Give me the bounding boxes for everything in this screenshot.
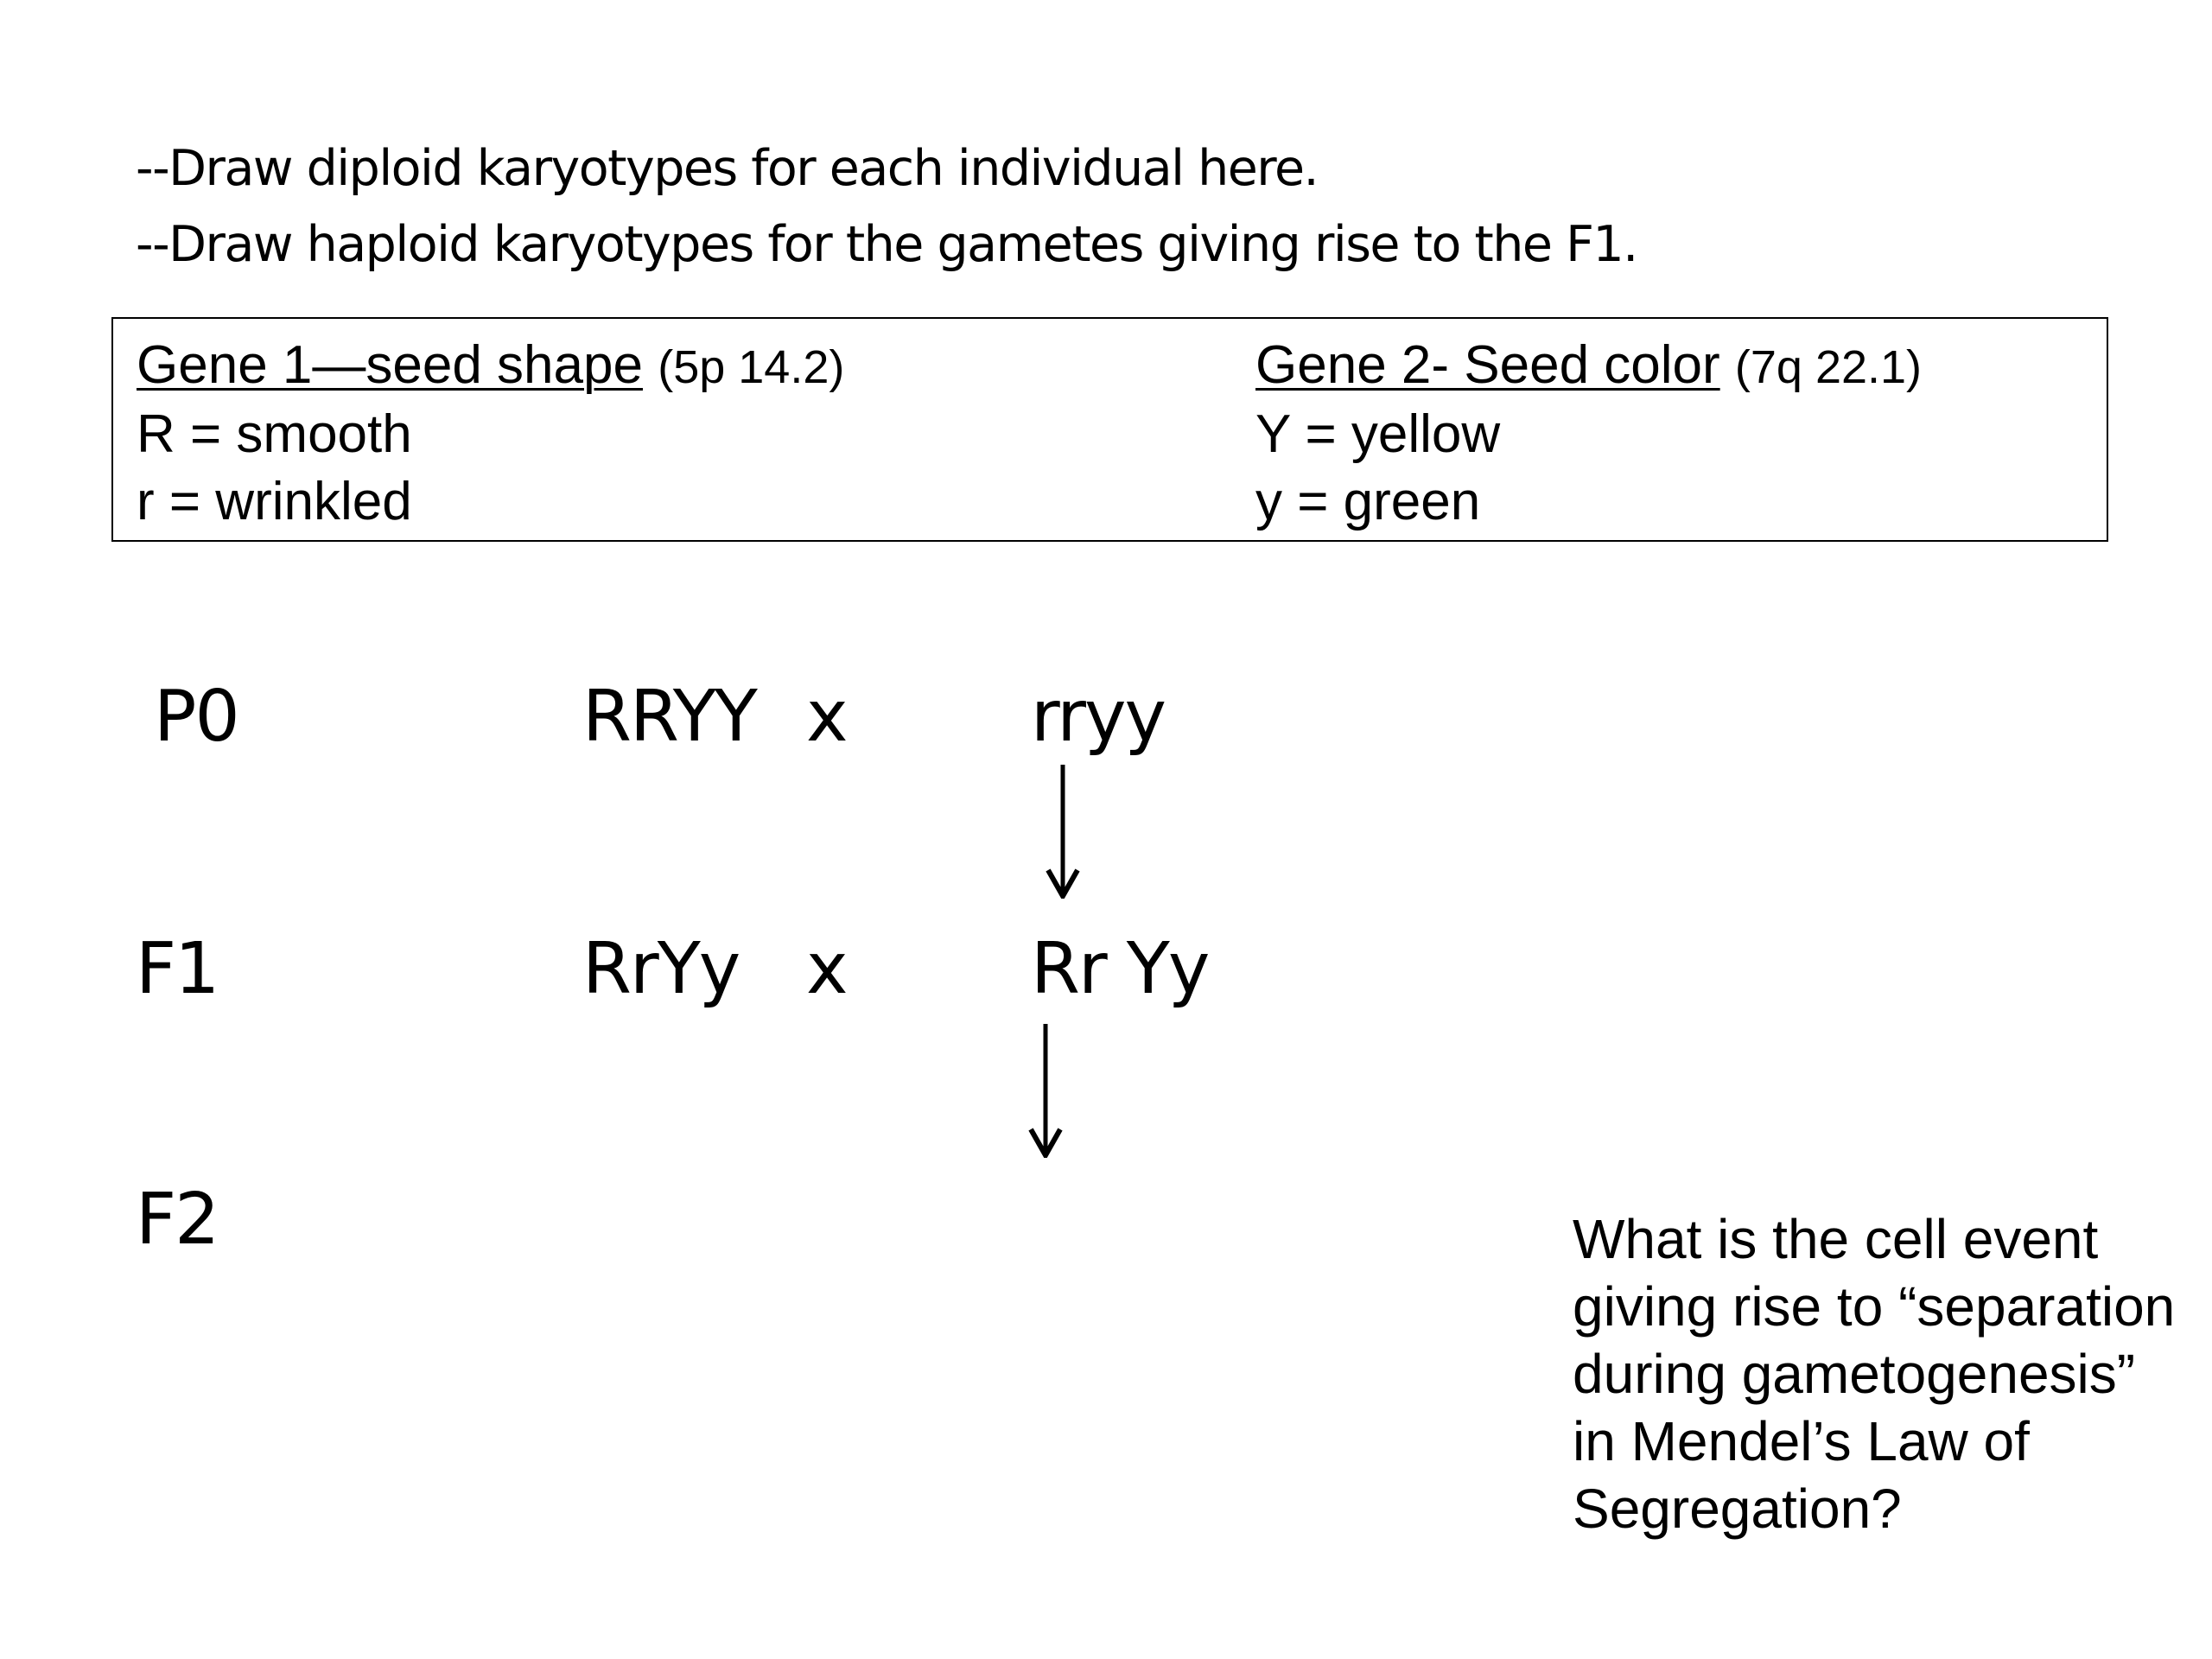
gene-1-recessive-allele: r = wrinkled xyxy=(137,472,412,531)
generation-label-f1: F1 xyxy=(136,928,219,1010)
down-arrow-icon xyxy=(1028,1024,1063,1158)
gene-1-location: (5p 14.2) xyxy=(658,341,845,393)
gene-1-title: Gene 1—seed shape xyxy=(137,335,643,395)
p0-parent-1-genotype: RRYY xyxy=(582,676,758,758)
p0-parent-2-genotype: rryy xyxy=(1031,676,1166,758)
gene-1-dominant-allele: R = smooth xyxy=(137,404,412,464)
generation-label-p0: P0 xyxy=(154,676,240,758)
gene-1-heading: Gene 1—seed shape (5p 14.2) xyxy=(137,332,844,401)
gene-2-legend: Gene 2- Seed color (7q 22.1) Y = yellow … xyxy=(1255,332,1922,536)
gene-2-title: Gene 2- Seed color xyxy=(1255,335,1720,395)
gene-2-recessive-allele: y = green xyxy=(1255,472,1481,531)
f1-parent-1-genotype: RrYy xyxy=(582,928,741,1010)
gene-2-location: (7q 22.1) xyxy=(1734,341,1923,393)
gene-2-heading: Gene 2- Seed color (7q 22.1) xyxy=(1255,332,1922,401)
p0-cross-symbol: x xyxy=(806,676,849,758)
f1-parent-2-genotype: Rr Yy xyxy=(1031,928,1210,1010)
gene-legend-box: Gene 1—seed shape (5p 14.2) R = smooth r… xyxy=(111,317,2108,542)
down-arrow-icon xyxy=(1046,765,1080,899)
f1-cross-symbol: x xyxy=(806,928,849,1010)
question-text: What is the cell event giving rise to “s… xyxy=(1573,1208,2176,1540)
instruction-line-2: --Draw haploid karyotypes for the gamete… xyxy=(136,216,1638,273)
gene-2-dominant-allele: Y = yellow xyxy=(1255,404,1501,464)
instruction-line-1: --Draw diploid karyotypes for each indiv… xyxy=(136,140,1319,197)
generation-label-f2: F2 xyxy=(136,1179,219,1261)
gene-1-legend: Gene 1—seed shape (5p 14.2) R = smooth r… xyxy=(137,332,844,536)
